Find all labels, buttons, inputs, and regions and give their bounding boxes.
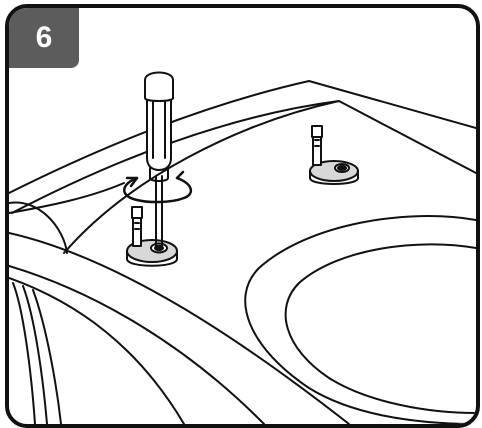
toilet-bowl-rim bbox=[9, 232, 350, 424]
left-hinge-post bbox=[126, 206, 178, 267]
toilet-seat-installation-illustration bbox=[9, 71, 476, 424]
clockwise-rotation-arrow-icon bbox=[123, 170, 193, 204]
screwdriver-icon bbox=[144, 71, 174, 247]
toilet-tank bbox=[9, 80, 476, 254]
bowl-opening bbox=[244, 215, 476, 424]
instruction-panel: 6 bbox=[5, 4, 480, 428]
right-hinge-post bbox=[309, 125, 359, 185]
step-number-badge: 6 bbox=[9, 8, 79, 68]
